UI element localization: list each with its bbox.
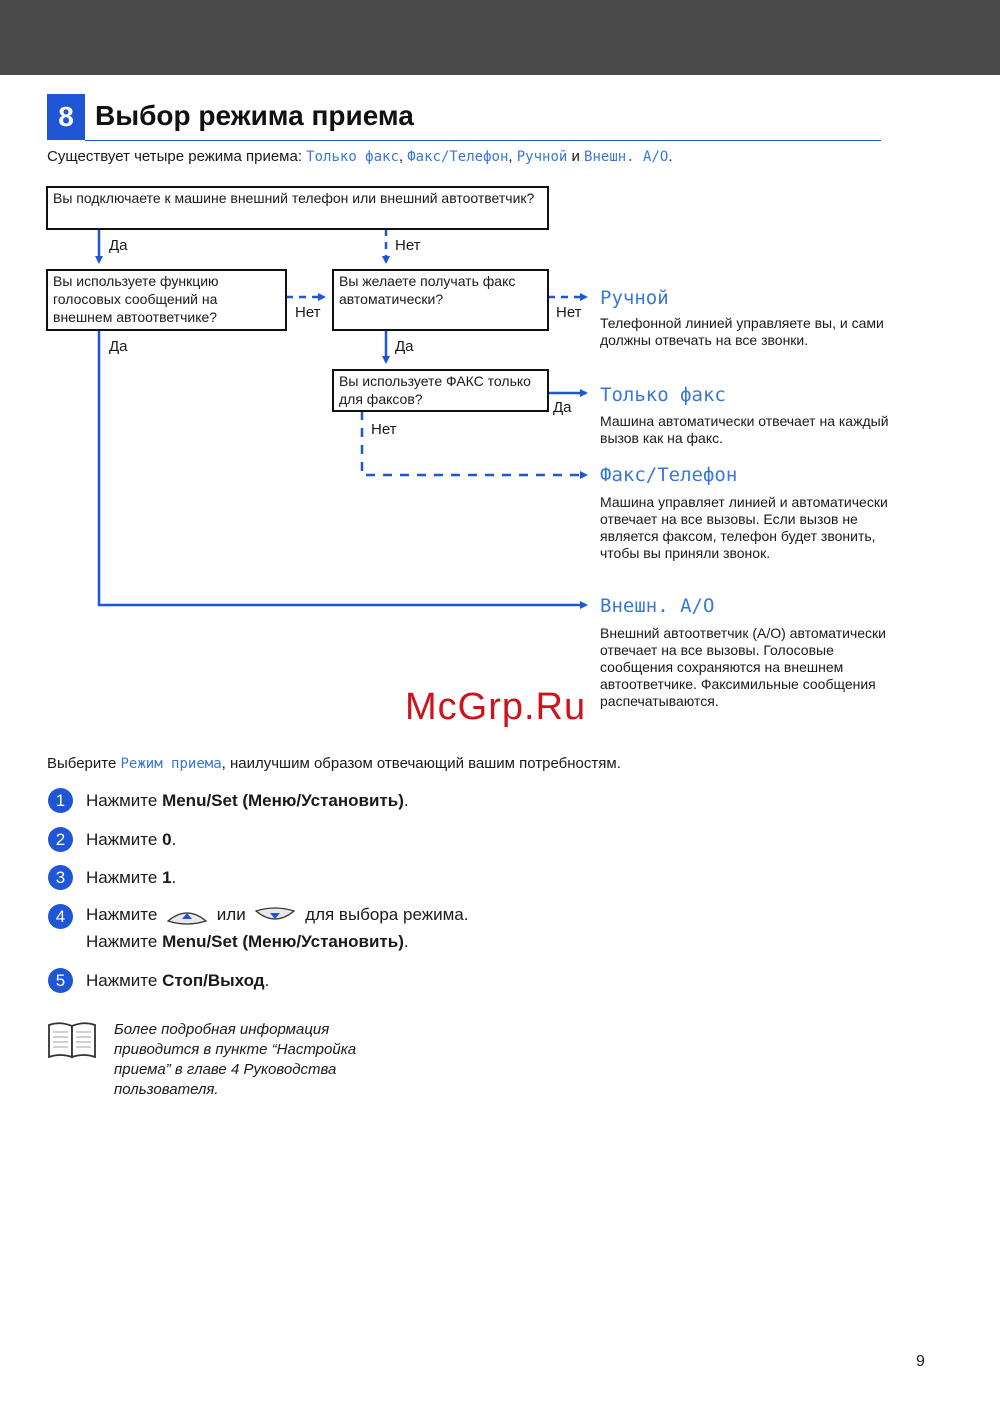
step-number-1: 1 (48, 788, 73, 813)
mode-desc-external-tad: Внешний автоответчик (А/О) автоматически… (600, 625, 886, 709)
section-number-badge: 8 (47, 94, 85, 140)
step-text-3: Нажмите 1. (86, 868, 177, 887)
section-title: Выбор режима приема (95, 100, 414, 131)
step-text-1: Нажмите Menu/Set (Меню/Установить). (86, 791, 409, 810)
label-q4-no: Нет (371, 421, 397, 438)
header-bar (0, 0, 1000, 75)
flowchart-connectors (95, 229, 588, 609)
label-q2-yes: Да (109, 338, 128, 355)
page-number: 9 (916, 1353, 925, 1370)
step-text-5: Нажмите Стоп/Выход. (86, 971, 270, 990)
step-number-2: 2 (48, 827, 73, 852)
arrow-q4-no (360, 411, 588, 479)
mode-name-manual: Ручной (600, 287, 669, 309)
question-box-voice-messages: Вы используете функцию голосовых сообщен… (46, 269, 287, 331)
question-box-auto-receive: Вы желаете получать факс автоматически? (332, 269, 549, 331)
choose-mode-instruction: Выберите Режим приема, наилучшим образом… (47, 755, 621, 772)
label-q3-yes: Да (395, 338, 414, 355)
mode-name-fax-only: Только факс (600, 384, 726, 406)
label-q2-no: Нет (295, 304, 321, 321)
down-arrow-key-icon (255, 906, 296, 920)
step-text-2: Нажмите 0. (86, 830, 177, 849)
label-q1-yes: Да (109, 237, 128, 254)
mode-desc-fax-phone: Машина управляет линией и автоматически … (600, 494, 888, 561)
question-box-fax-only: Вы используете ФАКС только для факсов? (332, 369, 549, 412)
step-number-5: 5 (48, 968, 73, 993)
intro-paragraph: Существует четыре режима приема: Только … (47, 148, 673, 165)
label-q1-no: Нет (395, 237, 421, 254)
up-arrow-key-icon (166, 911, 208, 925)
watermark-logo: McGrp.Ru (405, 686, 587, 728)
step-text-4: Нажмите или для выбора режима. (86, 905, 469, 925)
title-divider (85, 140, 881, 141)
mode-name-external-tad: Внешн. А/О (600, 595, 715, 617)
step-number-3: 3 (48, 865, 73, 890)
mode-desc-manual: Телефонной линией управляете вы, и сами … (600, 315, 884, 348)
step-number-4: 4 (48, 904, 73, 929)
step-text-4-line2: Нажмите Menu/Set (Меню/Установить). (86, 932, 409, 951)
label-q3-no: Нет (556, 304, 582, 321)
note-text: Более подробная информация приводится в … (114, 1021, 357, 1098)
book-icon (48, 1022, 96, 1059)
question-box-external-device: Вы подключаете к машине внешний телефон … (46, 186, 549, 230)
label-q4-yes: Да (553, 399, 572, 416)
arrow-q2-yes (97, 330, 588, 609)
mode-name-fax-phone: Факс/Телефон (600, 464, 738, 486)
mode-desc-fax-only: Машина автоматически отвечает на каждый … (600, 413, 889, 446)
